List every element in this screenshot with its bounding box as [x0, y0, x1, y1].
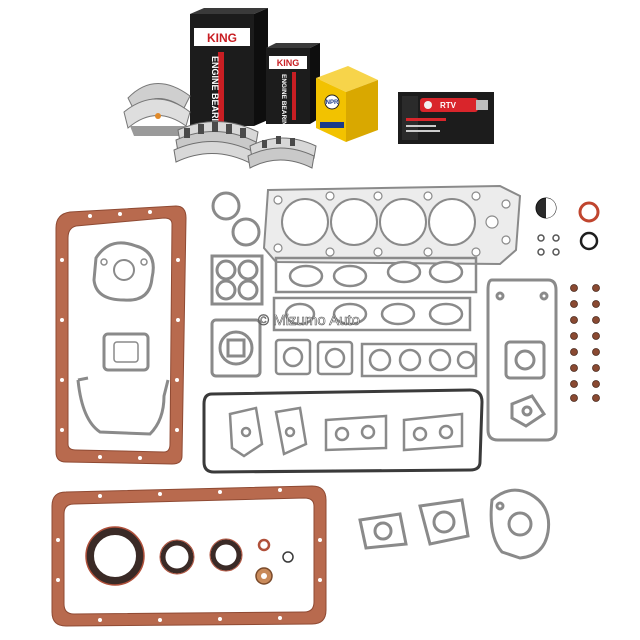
watermark-text: © Mizumo Auto	[258, 312, 360, 329]
ring-box-brand: NPR	[326, 100, 339, 106]
exhaust-manifold-gasket	[272, 296, 472, 332]
bearing-box-small-side-label: ENGINE BEARINGS	[280, 74, 287, 136]
bearing-box-large: KING ENGINE BEARINGS	[190, 8, 268, 141]
bearing-box-small: KING ENGINE BEARINGS	[266, 43, 320, 136]
rod-bearing-shells	[247, 136, 317, 169]
sealant-tube-brand: RTV	[440, 101, 457, 110]
fuel-pump-gasket	[418, 498, 470, 546]
distributor-gasket	[358, 512, 408, 550]
cam-seal	[209, 538, 243, 572]
valve-cover-inner-gaskets	[228, 406, 464, 458]
upper-oil-pan-gasket	[55, 205, 187, 465]
front-cover-gasket	[486, 278, 558, 442]
bearing-shells-thrust	[123, 83, 191, 136]
water-outlet-gasket	[489, 488, 551, 560]
thermostat-gasket	[102, 332, 150, 372]
egr-gasket	[210, 318, 262, 378]
small-seals	[255, 538, 294, 585]
bearing-box-large-brand: KING	[207, 31, 237, 45]
piston-ring-box: NPR	[316, 66, 378, 142]
intake-manifold-gasket	[274, 256, 478, 294]
valve-cover-gasket	[202, 388, 484, 474]
water-pump-gasket	[92, 241, 155, 302]
throttle-body-gaskets	[210, 254, 264, 306]
manifold-port-gaskets	[274, 338, 478, 378]
timing-cover-gasket	[76, 376, 170, 436]
valve-stem-seals	[570, 284, 600, 402]
head-gasket	[262, 184, 522, 266]
bearing-box-small-brand: KING	[277, 58, 300, 68]
lower-oil-pan-gasket	[51, 485, 327, 627]
cam-seals	[535, 197, 600, 256]
rtv-sealant-package: RTV	[398, 92, 494, 144]
front-crank-seal	[159, 539, 195, 575]
rear-main-seal	[85, 526, 145, 586]
main-bearing-shells	[173, 121, 259, 165]
bearing-box-large-side-label: ENGINE BEARINGS	[210, 56, 220, 141]
exhaust-rings	[211, 191, 261, 247]
